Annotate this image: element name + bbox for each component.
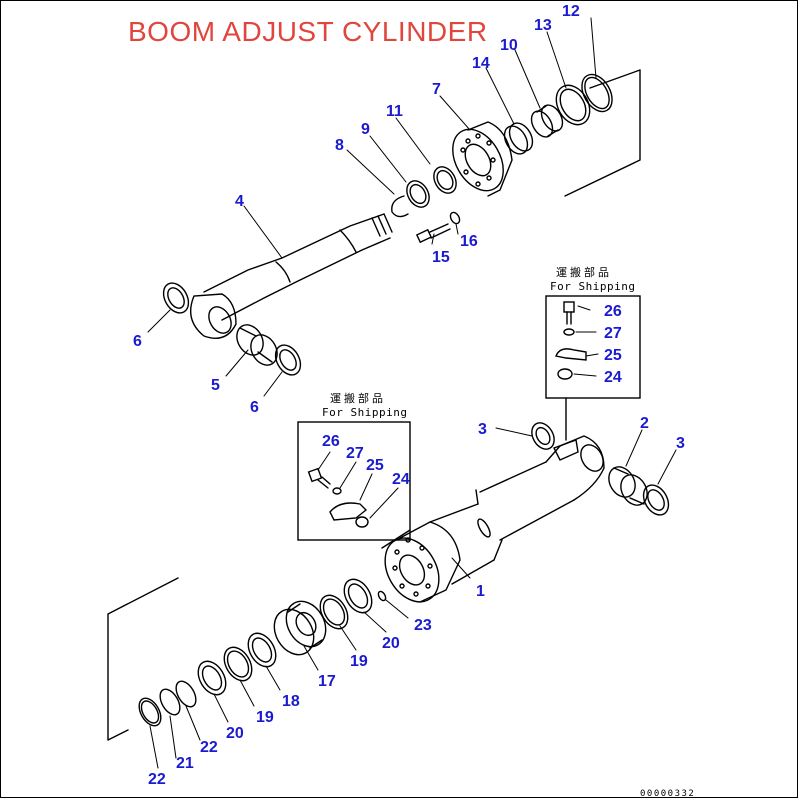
callout-9: 9 — [361, 121, 370, 138]
part-22-ring-upper — [175, 680, 197, 708]
shipping-label-jp-right: 運搬部品 — [556, 265, 612, 279]
part-21-ring — [159, 688, 181, 716]
callout-18: 18 — [282, 693, 300, 710]
callout-6-lower: 6 — [250, 399, 259, 416]
shipping-label-en-left: For Shipping — [322, 406, 407, 419]
part-4-piston-rod — [190, 213, 393, 339]
callout-2: 2 — [640, 415, 649, 432]
part-5-bushing — [236, 324, 278, 366]
callout-1: 1 — [476, 583, 485, 600]
shipping-box-left-parts — [307, 467, 411, 549]
callout-5: 5 — [211, 377, 220, 394]
part-13-ring — [555, 84, 591, 126]
part-7-cylinder-head — [452, 121, 513, 197]
leader-lines — [147, 17, 677, 769]
callout-20-upper: 20 — [382, 635, 400, 652]
shipping-box-right-parts — [555, 301, 587, 441]
callout-23: 23 — [414, 617, 432, 634]
drawing-number: 00000332 — [640, 789, 695, 799]
callout-22-upper: 22 — [200, 739, 218, 756]
shipping-box-left — [297, 421, 411, 541]
callout-25-right: 25 — [604, 347, 622, 364]
part-3-seal-upper — [531, 422, 555, 450]
callout-6-upper: 6 — [133, 333, 142, 350]
callout-11: 11 — [386, 103, 403, 120]
callout-26-right: 26 — [604, 303, 622, 320]
part-16-washer — [449, 211, 461, 225]
callout-8: 8 — [335, 137, 344, 154]
callout-26-left: 26 — [322, 433, 340, 450]
part-6-seal-upper-left — [162, 282, 190, 314]
callout-7: 7 — [432, 81, 441, 98]
part-17-piston — [273, 600, 327, 656]
callout-15: 15 — [432, 249, 450, 266]
upper-frame-line — [564, 69, 641, 197]
callout-14: 14 — [472, 55, 490, 72]
part-10-bushing — [530, 104, 564, 138]
callout-24-left: 24 — [392, 471, 410, 488]
callout-3-upper: 3 — [478, 421, 487, 438]
callout-20-lower: 20 — [226, 725, 244, 742]
part-2-bushing — [608, 466, 648, 506]
part-20-ring-lower — [197, 660, 227, 696]
callout-16: 16 — [460, 233, 478, 250]
callout-19-upper: 19 — [350, 653, 368, 670]
callout-17: 17 — [318, 673, 336, 690]
part-3-seal-lower — [642, 484, 670, 516]
callout-12: 12 — [562, 3, 580, 20]
part-6-seal-upper-right — [274, 344, 302, 376]
callout-19-lower: 19 — [256, 709, 274, 726]
lower-frame-line — [107, 577, 179, 741]
callout-24-right: 24 — [604, 369, 622, 386]
callout-13: 13 — [534, 17, 552, 34]
part-12-snap-ring — [581, 73, 613, 113]
shipping-label-jp-left: 運搬部品 — [330, 391, 386, 405]
part-20-ring-upper — [343, 578, 373, 614]
part-19-ring-lower — [223, 646, 253, 682]
part-23-plug — [377, 590, 387, 602]
callout-27-right: 27 — [604, 325, 622, 342]
callout-4: 4 — [235, 193, 244, 210]
callout-22-lower: 22 — [148, 771, 166, 788]
part-18-ring — [247, 632, 277, 668]
part-9-ring — [406, 180, 430, 208]
part-8-snap-ring — [391, 195, 409, 218]
diagram-title: BOOM ADJUST CYLINDER — [128, 16, 488, 47]
callout-3-lower: 3 — [676, 435, 685, 452]
part-22-ring-lower — [138, 697, 162, 727]
callout-21: 21 — [176, 755, 194, 772]
part-15-bolt — [415, 223, 451, 244]
callout-10: 10 — [500, 37, 518, 54]
shipping-box-right — [545, 295, 641, 399]
callout-27-left: 27 — [346, 445, 364, 462]
shipping-label-en-right: For Shipping — [550, 280, 635, 293]
callout-25-left: 25 — [366, 457, 384, 474]
part-1-cylinder-barrel — [384, 435, 605, 603]
part-11-ring — [433, 166, 457, 194]
